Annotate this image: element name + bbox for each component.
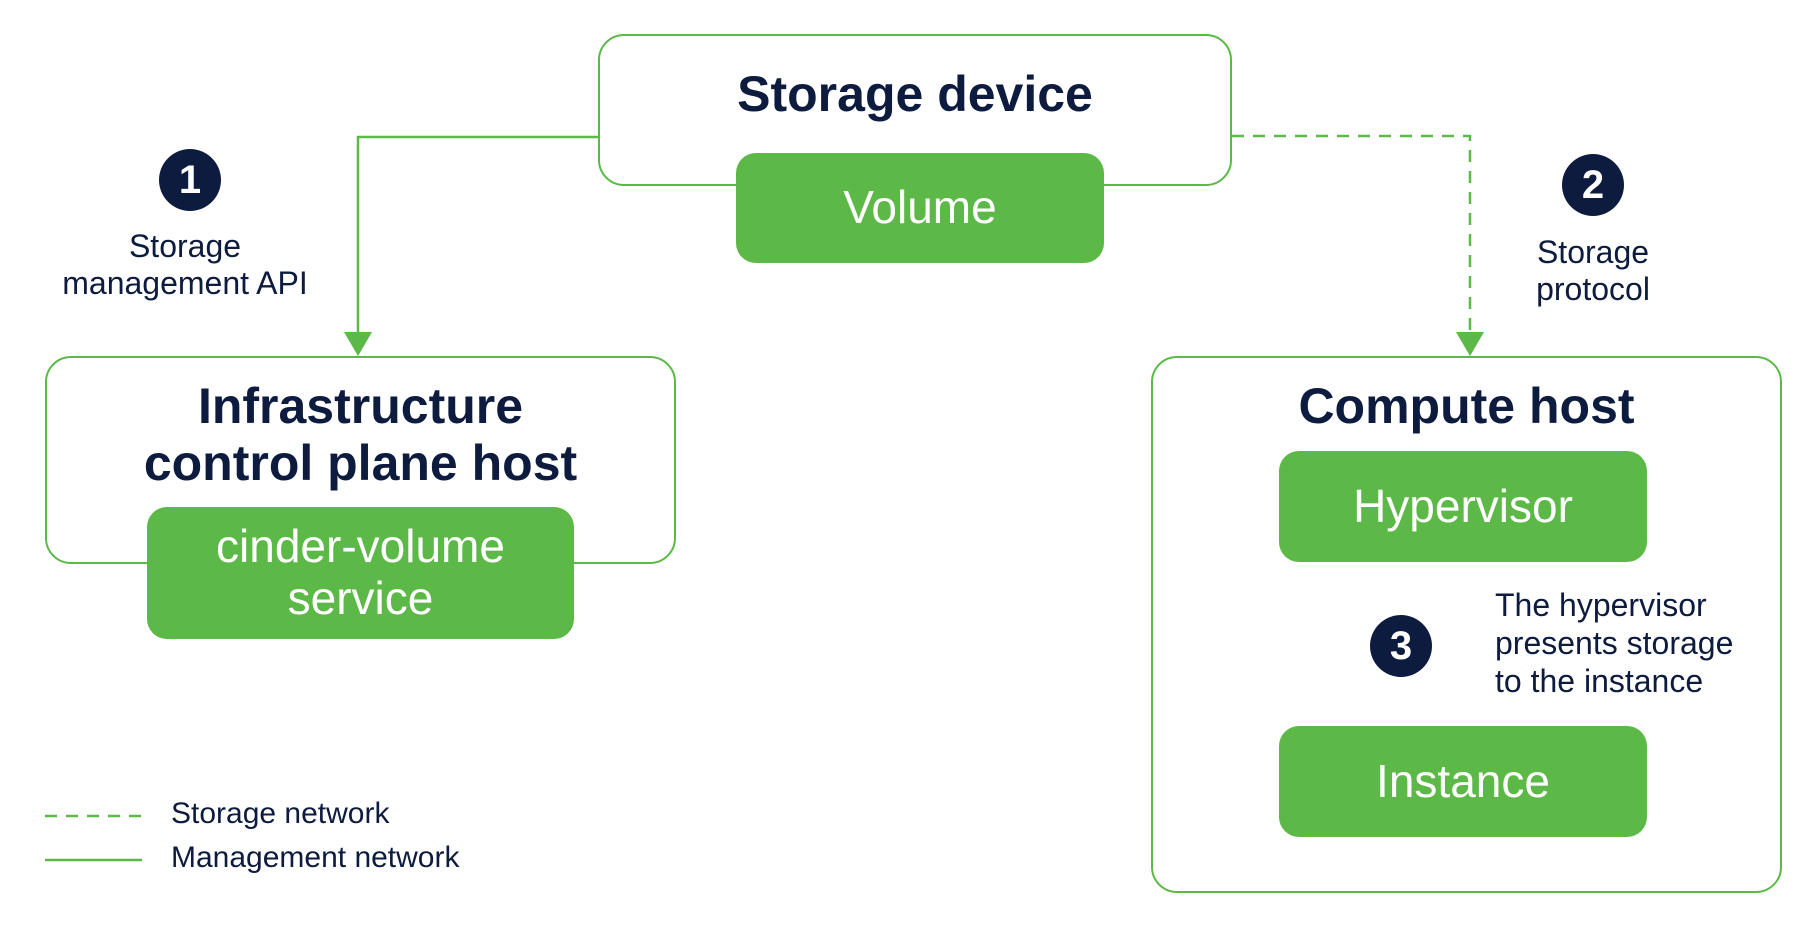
storage-device-title: Storage device [737,66,1093,122]
management-api-connector [356,135,598,340]
step-3-label-line2: presents storage [1495,624,1734,661]
cinder-volume-service-block: cinder-volume service [147,507,574,639]
hypervisor-block: Hypervisor [1279,451,1647,562]
legend-storage-network-label: Storage network [171,797,390,830]
compute-host-title: Compute host [1298,378,1635,434]
step-3-badge: 3 [1370,615,1432,677]
step-3-label-line3: to the instance [1495,662,1704,699]
storage-protocol-connector [1232,134,1472,340]
step-2-badge: 2 [1562,154,1624,216]
step-3-label: The hypervisor presents storage to the i… [1495,587,1785,700]
instance-block: Instance [1279,726,1647,837]
legend-management-network-label: Management network [171,841,460,874]
management-api-arrowhead [344,332,372,356]
cinder-volume-line2: service [287,572,434,624]
volume-block: Volume [736,153,1104,263]
control-plane-host-title: Infrastructure control plane host [47,378,674,492]
step-1-label-line1: Storage [128,228,242,264]
storage-protocol-arrowhead [1456,332,1484,356]
step-1-label: Storage management API [30,228,340,302]
control-plane-title-line2: control plane host [143,435,578,491]
control-plane-title-line1: Infrastructure [197,378,524,434]
step-2-label-line2: protocol [1536,270,1650,307]
step-1-badge: 1 [159,149,221,211]
step-3-label-line1: The hypervisor [1495,587,1707,623]
step-2-label: Storage protocol [1488,234,1698,308]
step-2-label-line1: Storage [1536,234,1650,270]
step-1-label-line2: management API [62,264,308,301]
cinder-volume-line1: cinder-volume [216,520,505,573]
